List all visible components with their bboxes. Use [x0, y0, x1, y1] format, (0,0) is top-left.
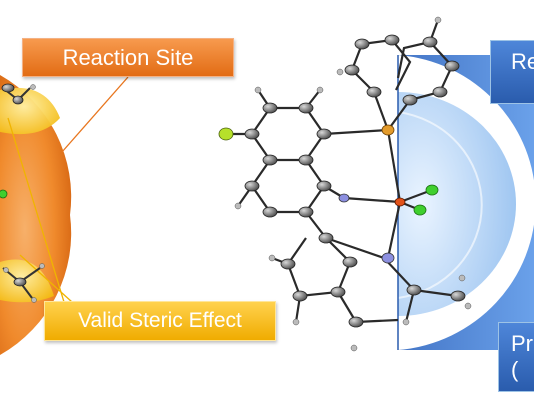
valid-steric-effect-label: Valid Steric Effect	[44, 301, 276, 341]
molecule-atoms	[218, 16, 472, 352]
right-bottom-label: Pr (	[498, 322, 534, 392]
reaction-site-label: Reaction Site	[22, 38, 234, 77]
right-bottom-label-line1: Pr	[511, 331, 533, 356]
pointer-lines	[7, 76, 129, 303]
left-atoms	[0, 83, 45, 303]
right-bottom-label-line2: (	[511, 357, 519, 382]
right-top-label: Re	[490, 40, 534, 104]
